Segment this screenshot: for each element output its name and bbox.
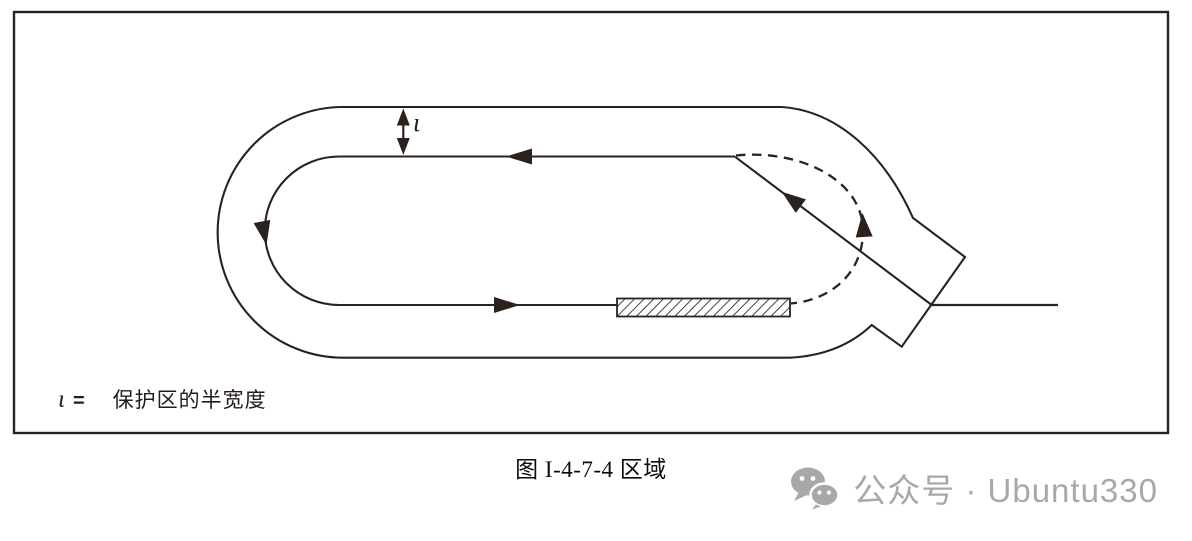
legend: ι = 保护区的半宽度 xyxy=(58,387,267,413)
figure-frame xyxy=(12,10,1170,435)
watermark-text: 公众号 · Ubuntu330 xyxy=(853,472,1158,509)
dimension-label: ι xyxy=(413,108,421,137)
figure-caption: 图 I-4-7-4 区域 xyxy=(515,457,667,482)
protection-area-outer-boundary xyxy=(216,105,967,359)
left-turn-arrow-icon xyxy=(253,219,271,245)
fix-tolerance-hatched-bar xyxy=(616,297,791,318)
entry-line-arrow-icon xyxy=(781,191,806,213)
outbound-leg-arrow-icon xyxy=(494,297,520,313)
wechat-icon xyxy=(791,467,840,510)
entry-leg-line xyxy=(734,155,933,306)
watermark: 公众号 · Ubuntu330 xyxy=(790,464,1158,512)
dimension-arrow-down-icon xyxy=(396,138,410,155)
dimension-arrow-up-icon xyxy=(396,108,410,126)
half-width-dimension-arrow xyxy=(396,108,410,155)
dashed-turn-arrow-icon xyxy=(855,213,873,238)
legend-symbol: ι xyxy=(58,386,65,413)
dashed-turn-segment xyxy=(735,153,865,305)
legend-equals: = xyxy=(72,390,85,412)
legend-definition: 保护区的半宽度 xyxy=(112,388,267,412)
inbound-leg-arrow-icon xyxy=(506,148,532,165)
racetrack-holding-pattern-path xyxy=(263,155,735,307)
